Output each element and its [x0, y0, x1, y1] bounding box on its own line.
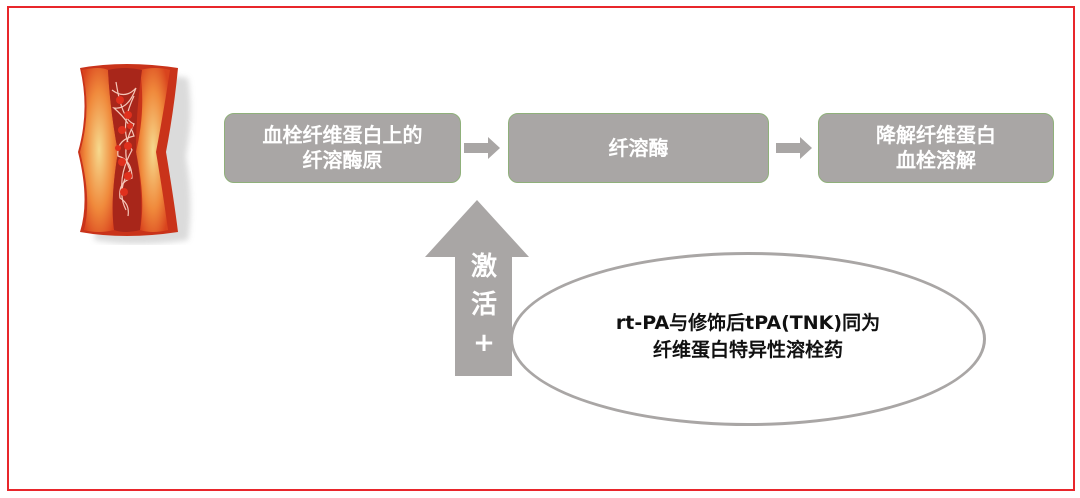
arrow-right-icon [776, 137, 812, 159]
diagram-frame [7, 6, 1075, 491]
flow-box-plasmin: 纤溶酶 [508, 113, 769, 183]
activation-text: 激 活 + [470, 252, 497, 358]
flow-box-fibrin-degradation: 降解纤维蛋白 血栓溶解 [818, 113, 1054, 183]
arrow-right-icon [464, 137, 500, 159]
flow-box-label: 血栓纤维蛋白上的 纤溶酶原 [262, 123, 423, 172]
flow-box-plasminogen: 血栓纤维蛋白上的 纤溶酶原 [224, 113, 461, 183]
flow-box-label: 纤溶酶 [608, 135, 669, 160]
activation-label: 激 活 + [455, 248, 513, 362]
note-ellipse: rt-PA与修饰后tPA(TNK)同为 纤维蛋白特异性溶栓药 [510, 252, 986, 426]
note-label: rt-PA与修饰后tPA(TNK)同为 纤维蛋白特异性溶栓药 [615, 312, 881, 361]
flow-box-label: 降解纤维蛋白 血栓溶解 [876, 123, 996, 172]
blood-vessel-thrombus-illustration [78, 64, 191, 244]
arrow-up-icon [425, 200, 529, 376]
